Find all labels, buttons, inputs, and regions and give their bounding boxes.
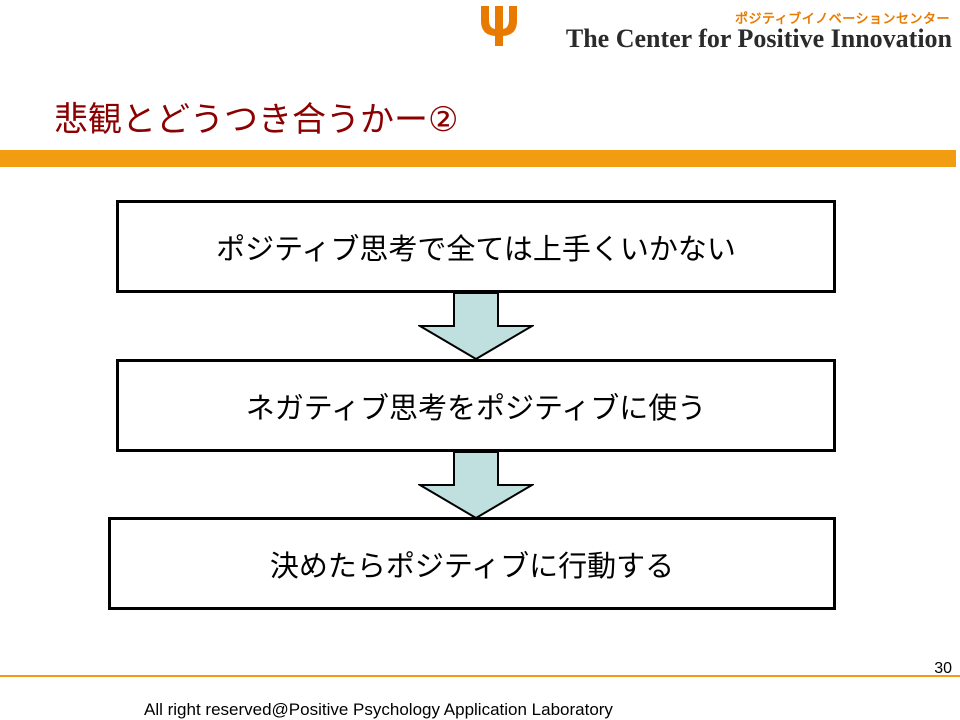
logo-center-name: The Center for Positive Innovation bbox=[565, 24, 952, 53]
logo-katakana: ポジティブイノベーションセンター bbox=[735, 12, 950, 27]
title-underline-bar bbox=[0, 150, 956, 167]
logo: ポジティブイノベーションセンター The Center for Positive… bbox=[472, 4, 952, 56]
page-number: 30 bbox=[934, 660, 952, 677]
step-box-2: ネガティブ思考をポジティブに使う bbox=[116, 359, 836, 452]
footer-divider bbox=[0, 675, 960, 677]
psi-icon bbox=[481, 6, 517, 46]
down-arrow-icon bbox=[418, 451, 534, 519]
step-label-2: ネガティブ思考をポジティブに使う bbox=[245, 390, 707, 425]
step-box-1: ポジティブ思考で全ては上手くいかない bbox=[116, 200, 836, 293]
step-label-1: ポジティブ思考で全ては上手くいかない bbox=[216, 231, 736, 266]
step-label-3: 決めたらポジティブに行動する bbox=[269, 548, 675, 583]
copyright-text: All right reserved@Positive Psychology A… bbox=[144, 700, 613, 719]
down-arrow-icon bbox=[418, 292, 534, 360]
step-box-3: 決めたらポジティブに行動する bbox=[108, 517, 836, 610]
slide-title: 悲観とどうつき合うかー② bbox=[54, 100, 459, 140]
